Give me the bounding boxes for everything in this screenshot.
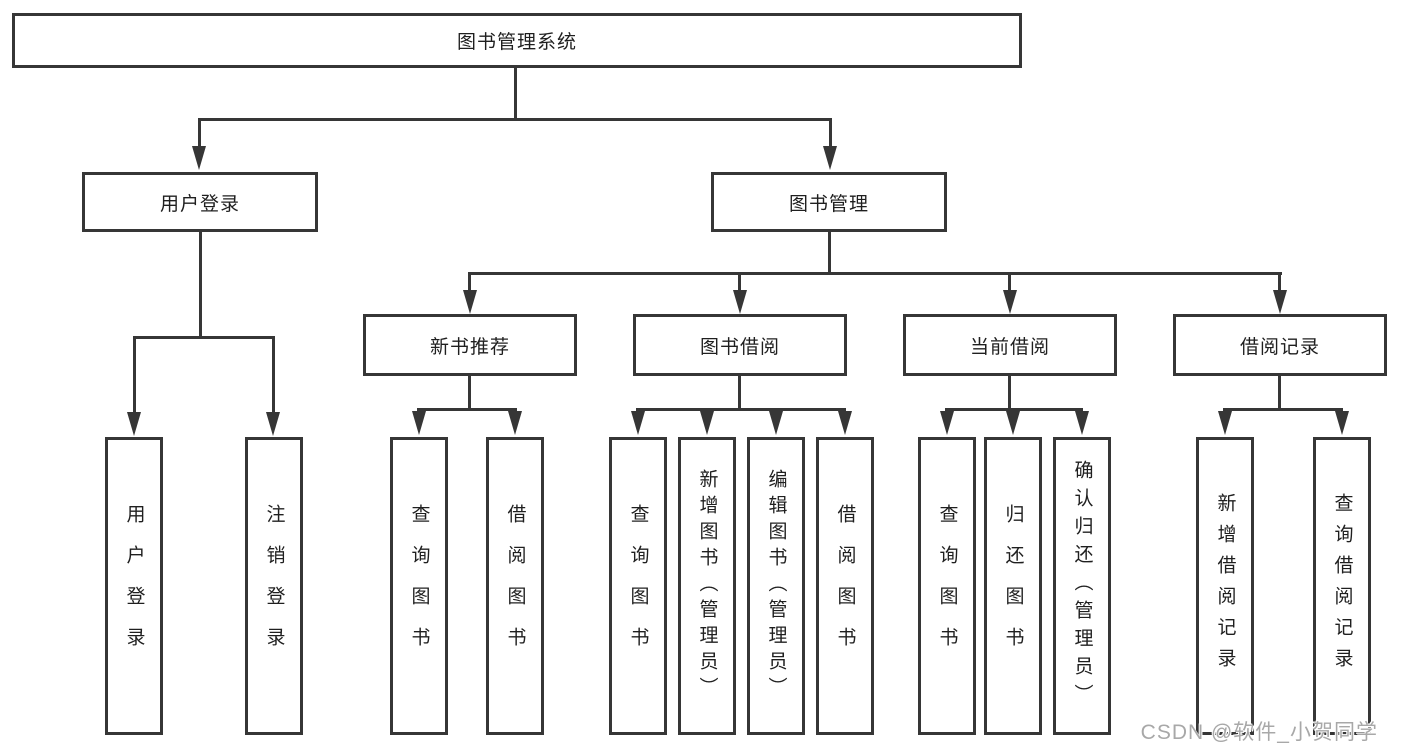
node-root: 图书管理系统 [12,13,1022,68]
node-user-login-label: 用户登录 [159,193,240,215]
leaf-add-borrow-record-label: 新增借阅记录 [1214,493,1236,679]
arrowhead-current-borrow [1003,290,1017,314]
node-book-borrow: 图书借阅 [633,314,847,376]
leaf-borrow-books-2: 借阅图书 [816,437,874,735]
node-borrow-records-label: 借阅记录 [1239,336,1320,358]
arrowhead-book-mgmt [823,146,837,170]
arrowhead-query-books-2 [631,411,645,435]
connector-current-borrow-stem [1008,376,1011,408]
arrowhead-borrow-books-1 [508,411,522,435]
arrowhead-return-book [1006,411,1020,435]
csdn-watermark: CSDN @软件_小贺同学 [1140,721,1378,744]
connector-drop-book-borrow [738,272,741,290]
leaf-logout-label: 注销登录 [263,504,285,668]
connector-drop-book-mgmt [829,118,832,146]
leaf-return-book: 归还图书 [984,437,1042,735]
connector-drop-new-book [468,272,471,290]
connector-user-login-rail [133,336,275,339]
connector-drop-user-login [198,118,201,146]
arrowhead-user-login [192,146,206,170]
leaf-query-books-1: 查询图书 [390,437,448,735]
leaf-query-books-3-label: 查询图书 [936,504,958,668]
arrowhead-edit-book [769,411,783,435]
leaf-query-books-2-label: 查询图书 [627,504,649,668]
arrowhead-leaf-logout [266,412,280,436]
arrowhead-leaf-login [127,412,141,436]
leaf-query-borrow-record: 查询借阅记录 [1313,437,1371,735]
arrowhead-add-book [700,411,714,435]
leaf-user-login: 用户登录 [105,437,163,735]
connector-borrow-records-rail [1223,408,1343,411]
connector-level1-rail [198,118,832,121]
connector-user-login-stem [199,232,202,336]
node-current-borrow-label: 当前借阅 [969,336,1050,358]
node-book-management-label: 图书管理 [788,193,869,215]
connector-drop-borrow-records [1278,272,1281,290]
arrowhead-query-borrow-record [1335,411,1349,435]
leaf-add-book-admin: 新增图书（管理员） [678,437,736,735]
leaf-logout: 注销登录 [245,437,303,735]
leaf-query-borrow-record-label: 查询借阅记录 [1331,493,1353,679]
leaf-query-books-1-label: 查询图书 [408,504,430,668]
connector-new-book-rail [417,408,517,411]
leaf-add-book-admin-label: 新增图书（管理员） [696,469,718,703]
leaf-borrow-books-1: 借阅图书 [486,437,544,735]
connector-root-stem [514,68,517,118]
leaf-query-books-2: 查询图书 [609,437,667,735]
arrowhead-add-borrow-record [1218,411,1232,435]
leaf-query-books-3: 查询图书 [918,437,976,735]
leaf-return-book-label: 归还图书 [1002,504,1024,668]
node-new-book-recommend-label: 新书推荐 [429,336,510,358]
connector-book-mgmt-stem [828,232,831,272]
node-new-book-recommend: 新书推荐 [363,314,577,376]
connector-book-borrow-rail [636,408,846,411]
node-current-borrow: 当前借阅 [903,314,1117,376]
leaf-confirm-return-admin: 确认归还（管理员） [1053,437,1111,735]
connector-current-borrow-rail [945,408,1083,411]
connector-level3-rail [469,272,1282,275]
arrowhead-new-book [463,290,477,314]
leaf-add-borrow-record: 新增借阅记录 [1196,437,1254,735]
node-user-login: 用户登录 [82,172,318,232]
arrowhead-confirm-return [1075,411,1089,435]
leaf-edit-book-admin-label: 编辑图书（管理员） [765,469,787,703]
arrowhead-query-books-1 [412,411,426,435]
connector-drop-leaf-logout [272,336,275,412]
arrowhead-book-borrow [733,290,747,314]
node-borrow-records: 借阅记录 [1173,314,1387,376]
connector-borrow-records-stem [1278,376,1281,408]
connector-new-book-stem [468,376,471,408]
node-book-borrow-label: 图书借阅 [699,336,780,358]
connector-book-borrow-stem [738,376,741,408]
node-book-management: 图书管理 [711,172,947,232]
leaf-confirm-return-admin-label: 确认归还（管理员） [1071,460,1093,712]
node-root-label: 图书管理系统 [456,32,577,53]
connector-drop-current-borrow [1008,272,1011,290]
leaf-user-login-label: 用户登录 [123,504,145,668]
leaf-borrow-books-1-label: 借阅图书 [504,504,526,668]
leaf-edit-book-admin: 编辑图书（管理员） [747,437,805,735]
leaf-borrow-books-2-label: 借阅图书 [834,504,856,668]
connector-drop-leaf-login [133,336,136,412]
arrowhead-borrow-books-2 [838,411,852,435]
arrowhead-borrow-records [1273,290,1287,314]
arrowhead-query-books-3 [940,411,954,435]
